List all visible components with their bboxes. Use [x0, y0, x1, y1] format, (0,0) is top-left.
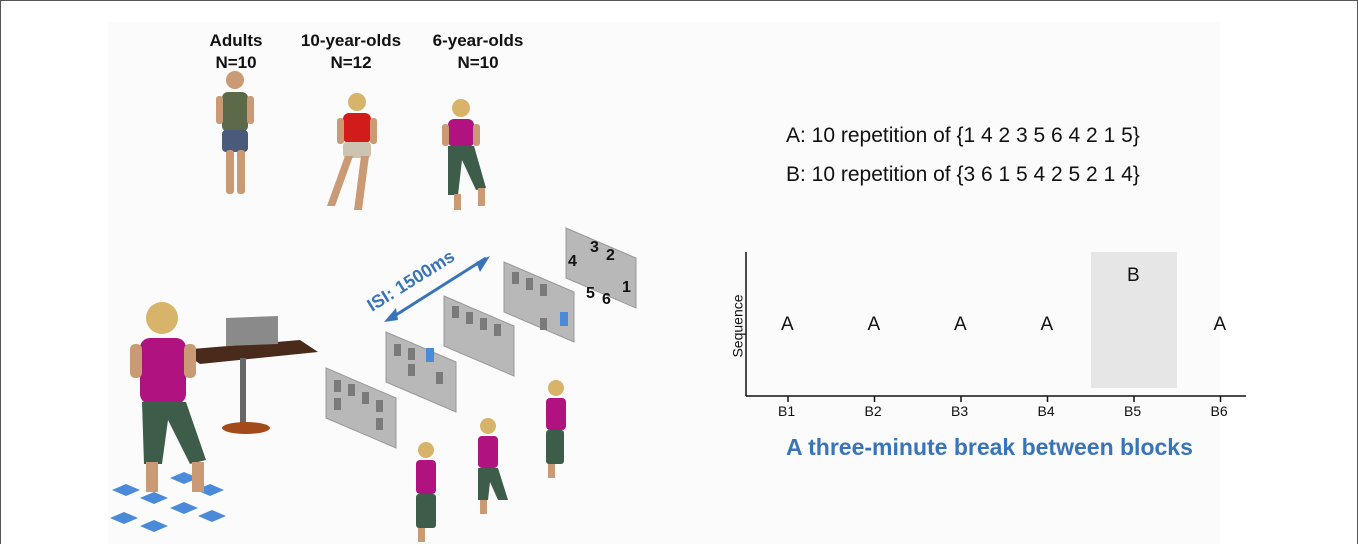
tick-label: B5	[1124, 403, 1142, 419]
block-letter: A	[954, 314, 967, 335]
small-child-2	[478, 418, 508, 514]
block-letter: A	[1040, 314, 1054, 335]
group-label-10yo: 10-year-olds N=12	[290, 30, 412, 74]
adult-figure	[216, 71, 254, 194]
stimulus-numbers: 3 2 4 5 6 1	[568, 239, 631, 308]
stim-number-5: 5	[586, 285, 595, 302]
group-label-6yo: 6-year-olds N=10	[424, 30, 532, 74]
stim-number-1: 1	[622, 279, 631, 296]
child6-figure	[442, 99, 486, 210]
block-letter: A	[781, 314, 794, 335]
chart-caption: A three-minute break between blocks	[786, 434, 1193, 460]
chart-axes	[745, 252, 1246, 397]
stim-number-4: 4	[568, 253, 577, 270]
small-child-1	[416, 442, 436, 542]
highlight-block-b5	[1091, 252, 1177, 388]
tick-label: B4	[1037, 403, 1055, 419]
group-count: N=10	[457, 53, 499, 72]
small-child-3	[546, 380, 566, 478]
stim-number-6: 6	[602, 291, 611, 308]
group-name: Adults	[209, 31, 263, 50]
x-ticks	[787, 396, 1222, 402]
tick-label: B1	[778, 403, 796, 419]
figure-panel	[108, 22, 1220, 544]
chart-ylabel: Sequence	[729, 294, 746, 358]
block-letter: A	[1213, 314, 1227, 335]
stim-number-3: 3	[590, 239, 599, 256]
child10-figure	[327, 93, 377, 210]
table-with-laptop	[180, 316, 318, 434]
stimulus-screens	[325, 227, 637, 449]
group-name: 6-year-olds	[432, 31, 524, 50]
sequence-a-definition: A: 10 repetition of {1 4 2 3 5 6 4 2 1 5…	[786, 124, 1140, 147]
tick-label: B6	[1210, 403, 1228, 419]
group-count: N=12	[330, 53, 372, 72]
tick-label: B2	[864, 403, 882, 419]
stim-number-2: 2	[606, 247, 615, 264]
block-letter: B	[1127, 265, 1140, 286]
group-count: N=10	[215, 53, 257, 72]
block-letter: A	[867, 314, 881, 335]
floor-tiles	[110, 472, 226, 532]
child-row	[416, 380, 566, 542]
tick-label: B3	[951, 403, 969, 419]
sequence-b-definition: B: 10 repetition of {3 6 1 5 4 2 5 2 1 4…	[786, 163, 1140, 186]
large-child-figure	[130, 302, 206, 492]
group-label-adults: Adults N=10	[196, 30, 276, 74]
group-name: 10-year-olds	[300, 31, 402, 50]
